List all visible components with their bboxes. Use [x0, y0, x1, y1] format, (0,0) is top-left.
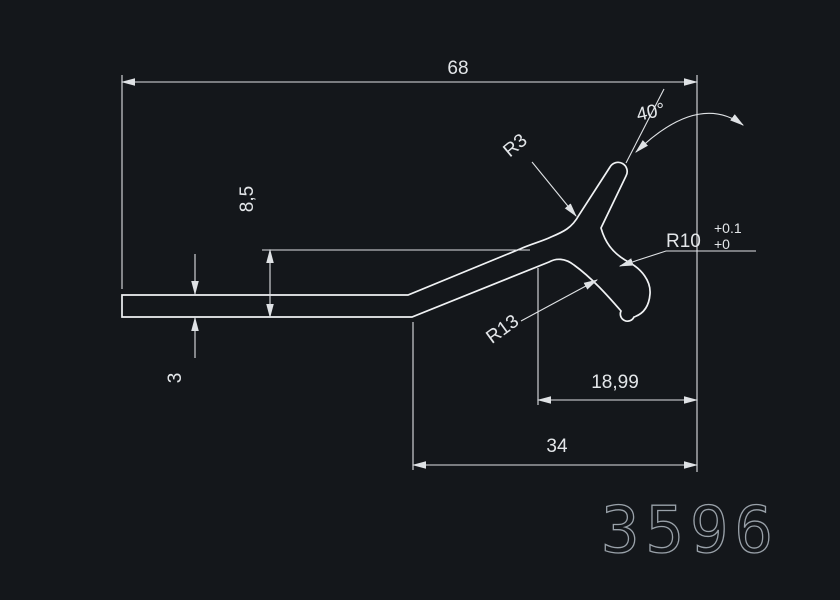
profile-outline: [121, 161, 651, 323]
dim-label-r3: R3: [499, 130, 531, 162]
dim-label-68: 68: [447, 58, 468, 79]
profile-path: [121, 161, 651, 323]
dim-label-r13: R13: [482, 311, 523, 348]
r10-leader: [618, 250, 756, 267]
part-number: 3596: [601, 494, 779, 568]
dim-fillet-r3: R3: [499, 130, 577, 217]
dim-radius-flange: R13: [482, 279, 599, 348]
dim-label-18-99: 18,99: [591, 372, 639, 393]
dim-angle: 40°: [625, 88, 744, 164]
dim-head-width: 34: [411, 322, 699, 470]
dim-label-r10: R10: [666, 231, 701, 252]
dim-label-r10-tol-upper: +0.1: [714, 220, 742, 236]
dim-label-8-5: 8,5: [237, 186, 258, 212]
dim-flange-width: 18,99: [536, 268, 699, 405]
r3-leader: [531, 161, 577, 217]
r13-leader: [520, 279, 599, 322]
dim-radius-groove: R10 +0.1 +0: [618, 220, 756, 267]
dim-label-34: 34: [546, 436, 568, 457]
dim-label-r10-tol-lower: +0: [714, 236, 730, 252]
angle-arc: [635, 112, 744, 153]
dim-label-angle: 40°: [635, 99, 667, 126]
dim-label-3: 3: [165, 373, 186, 384]
dim-overall-width: 68: [120, 58, 699, 472]
dim-height: 8,5: [237, 186, 530, 319]
dim-thickness: 3: [165, 254, 199, 384]
